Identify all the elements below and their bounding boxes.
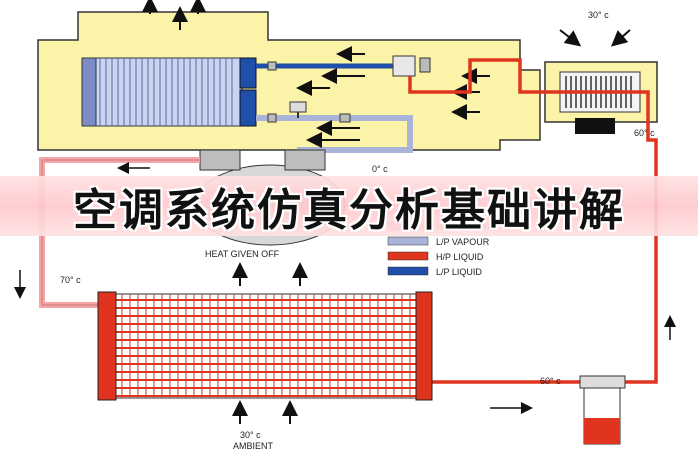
temp-label-right: 60° c xyxy=(634,128,655,138)
legend-swatch xyxy=(387,266,429,276)
legend-swatch xyxy=(387,251,429,261)
legend-label: H/P LIQUID xyxy=(436,252,484,262)
legend-label: L/P VAPOUR xyxy=(436,237,490,247)
legend-label: L/P LIQUID xyxy=(436,267,482,277)
ambient-label: AMBIENT xyxy=(233,441,274,451)
condenser xyxy=(97,291,433,401)
evaporator-core xyxy=(81,57,257,127)
expansion-valve xyxy=(392,55,416,77)
heat-given-off-label: HEAT GIVEN OFF xyxy=(205,249,280,259)
temp-label-0: 0° c xyxy=(372,164,388,174)
banner-title: 空调系统仿真分析基础讲解 xyxy=(73,185,625,236)
ambient-temp-label: 30° c xyxy=(240,430,261,440)
blower-unit xyxy=(544,61,658,134)
temp-label-70: 70° c xyxy=(60,275,81,285)
temp-label-bottom: 60° c xyxy=(540,376,561,386)
receiver-drier xyxy=(579,375,626,445)
title-banner: 空调系统仿真分析基础讲解 xyxy=(0,176,698,236)
temp-label-top: 30° c xyxy=(588,10,609,20)
legend-swatch xyxy=(387,236,429,246)
